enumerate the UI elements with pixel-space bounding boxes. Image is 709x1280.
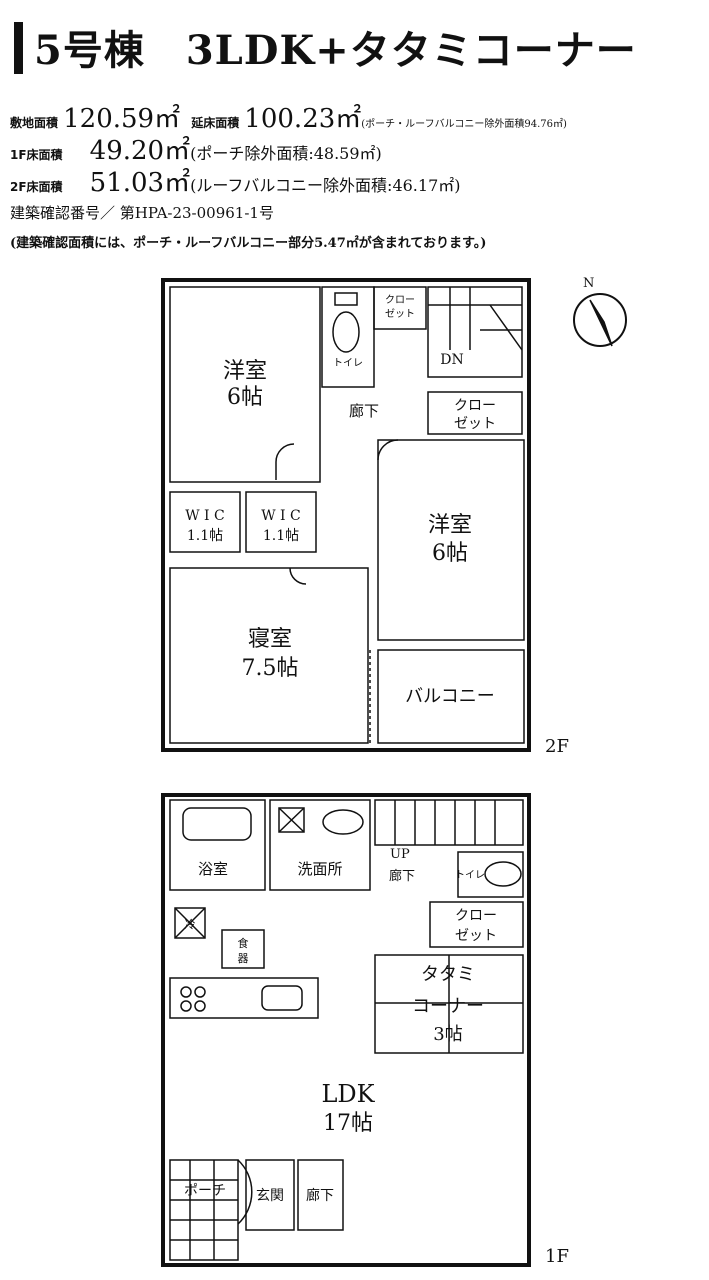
floor1-hall-upper-label: 廊下 <box>389 868 415 884</box>
total-floor-note: (ポーチ・ルーフバルコニー除外面積94.76㎡) <box>361 119 567 130</box>
floor2-area-label: 2F床面積 <box>10 180 63 194</box>
page-title: 5号棟 3LDK+タタミコーナー <box>34 27 637 74</box>
floor1-washroom-label: 洗面所 <box>297 860 342 878</box>
floor2-western1-name: 洋室 <box>223 359 267 384</box>
floor1-toilet-label: トイレ <box>455 870 485 881</box>
floor2-label: 2F <box>545 736 569 757</box>
floor2-toilet-label: トイレ <box>333 358 363 369</box>
floor1-closet-label-1: クロー <box>455 908 497 924</box>
floor1-porch-label: ポーチ <box>184 1183 226 1199</box>
floor1-cupboard-label-1: 食 <box>238 936 249 950</box>
floor1-label: 1F <box>545 1246 569 1267</box>
floor1-hall-lower-label: 廊下 <box>306 1187 334 1204</box>
floor1-cupboard-label-2: 器 <box>238 952 249 965</box>
floor1-area-note: (ポーチ除外面積:48.59㎡) <box>190 144 382 163</box>
floor1-closet-label-2: ゼット <box>455 928 497 944</box>
floor1-stairs-up: UP <box>390 847 410 862</box>
floor1-area-row: 1F床面積 49.20㎡(ポーチ除外面積:48.59㎡) <box>10 130 382 167</box>
floor2-western2-size: 6帖 <box>432 541 468 566</box>
floor2-area-value: 51.03㎡ <box>89 168 191 198</box>
floor1-entrance-label: 玄関 <box>256 1187 284 1204</box>
floor2-closet-small-label-1: クロー <box>385 294 415 306</box>
title-bar-accent <box>14 22 23 74</box>
floor2-area-note: (ルーフバルコニー除外面積:46.17㎡) <box>190 176 461 195</box>
floor2-western2-name: 洋室 <box>428 513 472 538</box>
floor2-hall-label: 廊下 <box>349 402 379 420</box>
site-area-label: 敷地面積 <box>10 116 59 130</box>
floor2-balcony-label: バルコニー <box>405 686 495 707</box>
floor2-wic2-name: W I C <box>261 508 301 524</box>
compass-label: N <box>583 276 594 291</box>
floor1-tatami-label-2: コーナー <box>412 996 484 1017</box>
floor2-stairs-dn: DN <box>440 352 463 368</box>
floor1-area-value: 49.20㎡ <box>89 136 191 166</box>
floor1-bath-label: 浴室 <box>198 860 228 878</box>
floor1-tatami-label-1: タタミ <box>421 964 475 985</box>
floor1-plan <box>161 793 531 1267</box>
site-area-value: 120.59㎡ <box>63 104 181 134</box>
floor2-plan <box>161 278 531 752</box>
floor2-wic1-size: 1.1帖 <box>187 528 223 544</box>
floor2-bedroom-size: 7.5帖 <box>242 656 299 681</box>
north-compass-icon <box>573 293 627 347</box>
floor2-bedroom-name: 寝室 <box>248 627 292 652</box>
floor2-wic1-name: W I C <box>185 508 225 524</box>
total-floor-label: 延床面積 <box>191 116 240 130</box>
total-floor-value: 100.23㎡ <box>244 104 362 134</box>
floor2-closet-label-1: クロー <box>454 398 496 414</box>
floor2-wic2-size: 1.1帖 <box>263 528 299 544</box>
floor1-fridge-label: 冷 <box>185 918 196 931</box>
floor2-closet-label-2: ゼット <box>454 416 496 432</box>
floor2-western1-size: 6帖 <box>227 385 263 410</box>
floor1-area-label: 1F床面積 <box>10 148 63 162</box>
permit-number: 建築確認番号／ 第HPA-23-00961-1号 <box>10 204 274 222</box>
floor1-ldk-name: LDK <box>321 1080 375 1108</box>
floor1-tatami-size: 3帖 <box>433 1024 462 1045</box>
floor2-closet-small-label-2: ゼット <box>385 308 415 320</box>
floor2-area-row: 2F床面積 51.03㎡(ルーフバルコニー除外面積:46.17㎡) <box>10 162 461 199</box>
site-area-row: 敷地面積 120.59㎡ 延床面積 100.23㎡(ポーチ・ルーフバルコニー除外… <box>10 98 567 135</box>
floor1-ldk-size: 17帖 <box>323 1111 373 1136</box>
permit-note: (建築確認面積には、ポーチ・ルーフバルコニー部分5.47㎡が含まれております。) <box>10 236 487 251</box>
